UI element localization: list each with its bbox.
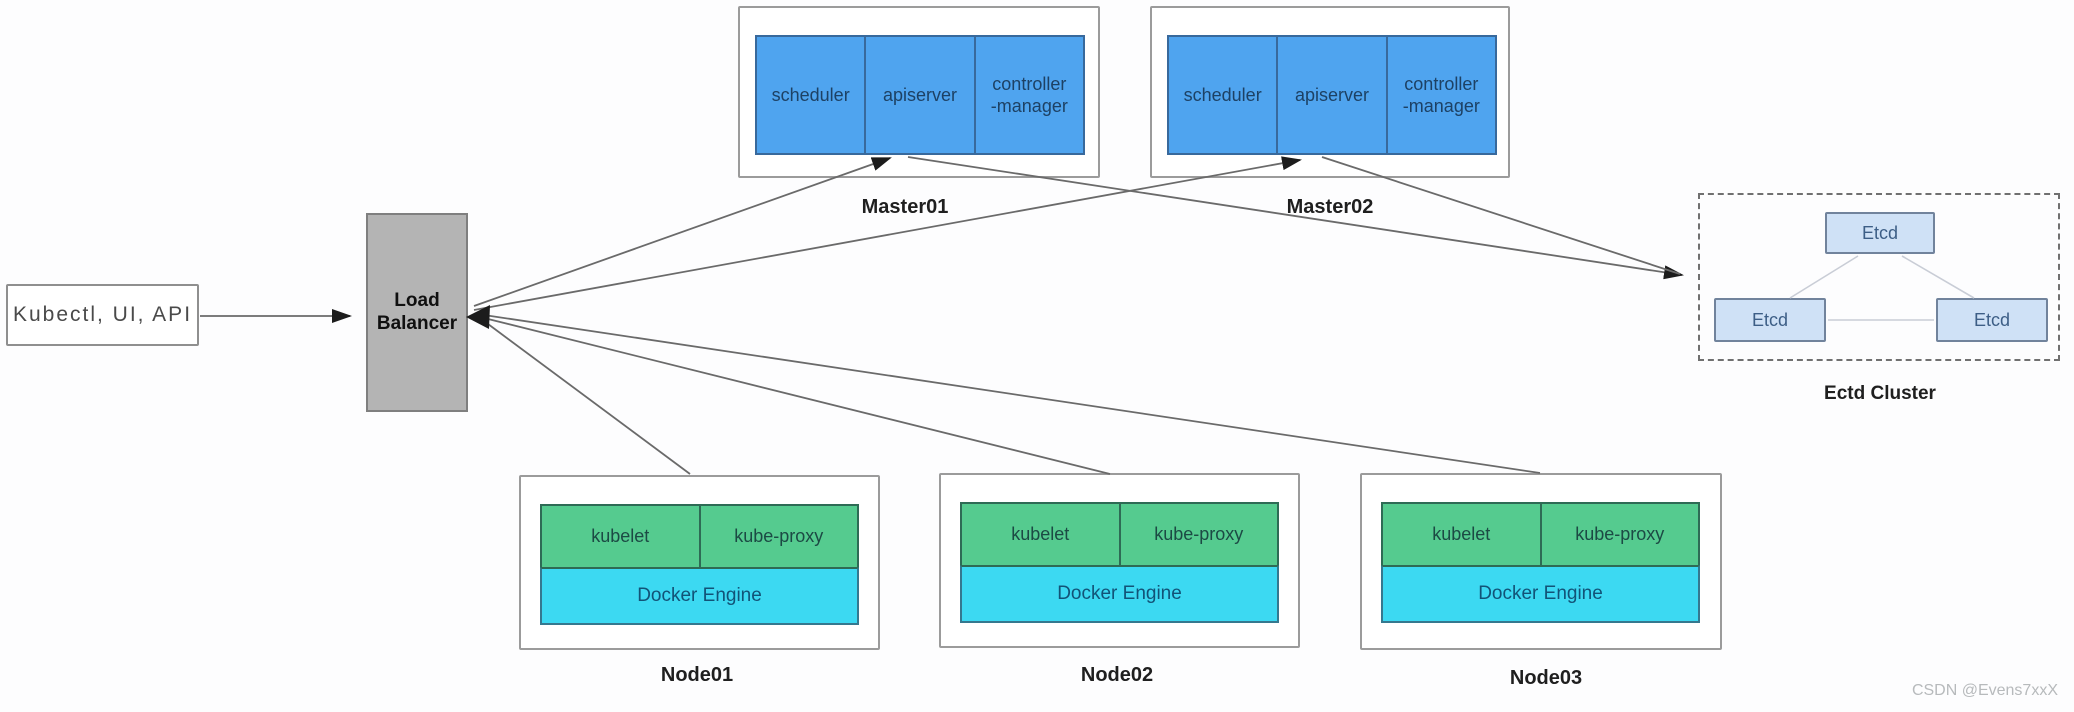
arrowhead-into-lb — [466, 305, 490, 329]
etcd-cluster-label: Ectd Cluster — [1824, 383, 1936, 404]
node03-label: Node03 — [1509, 667, 1583, 689]
arrow-node01-to-lb — [483, 320, 691, 475]
node01-kube-proxy: kube-proxy — [700, 504, 859, 569]
master02-label: Master02 — [1286, 196, 1374, 218]
kubectl-ui-api-label: Kubectl, UI, API — [12, 303, 193, 326]
master01-box: scheduler apiserver controller -manager — [738, 6, 1100, 178]
load-balancer-box: Load Balancer — [366, 213, 468, 412]
node03-kube-proxy: kube-proxy — [1541, 502, 1700, 567]
node02-label: Node02 — [1080, 664, 1154, 686]
arrow-lb-to-master02 — [473, 156, 1302, 311]
node01-label: Node01 — [660, 664, 734, 686]
node03-kubelet: kubelet — [1381, 502, 1542, 567]
load-balancer-label: Load Balancer — [376, 289, 458, 334]
master01-apiserver: apiserver — [864, 37, 974, 153]
master02-scheduler: scheduler — [1169, 37, 1277, 153]
master02-components: scheduler apiserver controller -manager — [1167, 35, 1497, 155]
arrow-node03-to-lb — [483, 314, 1541, 474]
master02-apiserver: apiserver — [1276, 37, 1386, 153]
master01-controller-manager: controller -manager — [973, 37, 1083, 153]
node02-kubelet: kubelet — [960, 502, 1121, 567]
master01-scheduler: scheduler — [757, 37, 865, 153]
node02-docker-engine: Docker Engine — [960, 565, 1279, 623]
etcd-node-left: Etcd — [1714, 298, 1826, 342]
node03-box: kubelet kube-proxy Docker Engine — [1360, 473, 1722, 650]
node01-docker-engine: Docker Engine — [540, 567, 859, 625]
node01-box: kubelet kube-proxy Docker Engine — [519, 475, 880, 650]
node01-kubelet: kubelet — [540, 504, 701, 569]
master01-components: scheduler apiserver controller -manager — [755, 35, 1085, 155]
master01-label: Master01 — [861, 196, 949, 218]
arrow-node02-to-lb — [483, 317, 1111, 475]
node01-components: kubelet kube-proxy — [540, 504, 859, 569]
node02-kube-proxy: kube-proxy — [1120, 502, 1279, 567]
etcd-node-right: Etcd — [1936, 298, 2048, 342]
etcd-cluster-box — [1698, 193, 2060, 361]
node03-docker-engine: Docker Engine — [1381, 565, 1700, 623]
node02-components: kubelet kube-proxy — [960, 502, 1279, 567]
kubectl-ui-api-box: Kubectl, UI, API — [6, 284, 199, 346]
node03-components: kubelet kube-proxy — [1381, 502, 1700, 567]
node02-box: kubelet kube-proxy Docker Engine — [939, 473, 1300, 648]
master02-controller-manager: controller -manager — [1385, 37, 1495, 153]
arrow-lb-to-master01 — [473, 157, 892, 307]
master02-box: scheduler apiserver controller -manager — [1150, 6, 1510, 178]
etcd-node-top: Etcd — [1825, 212, 1935, 254]
csdn-watermark: CSDN @Evens7xxX — [1911, 682, 2058, 699]
